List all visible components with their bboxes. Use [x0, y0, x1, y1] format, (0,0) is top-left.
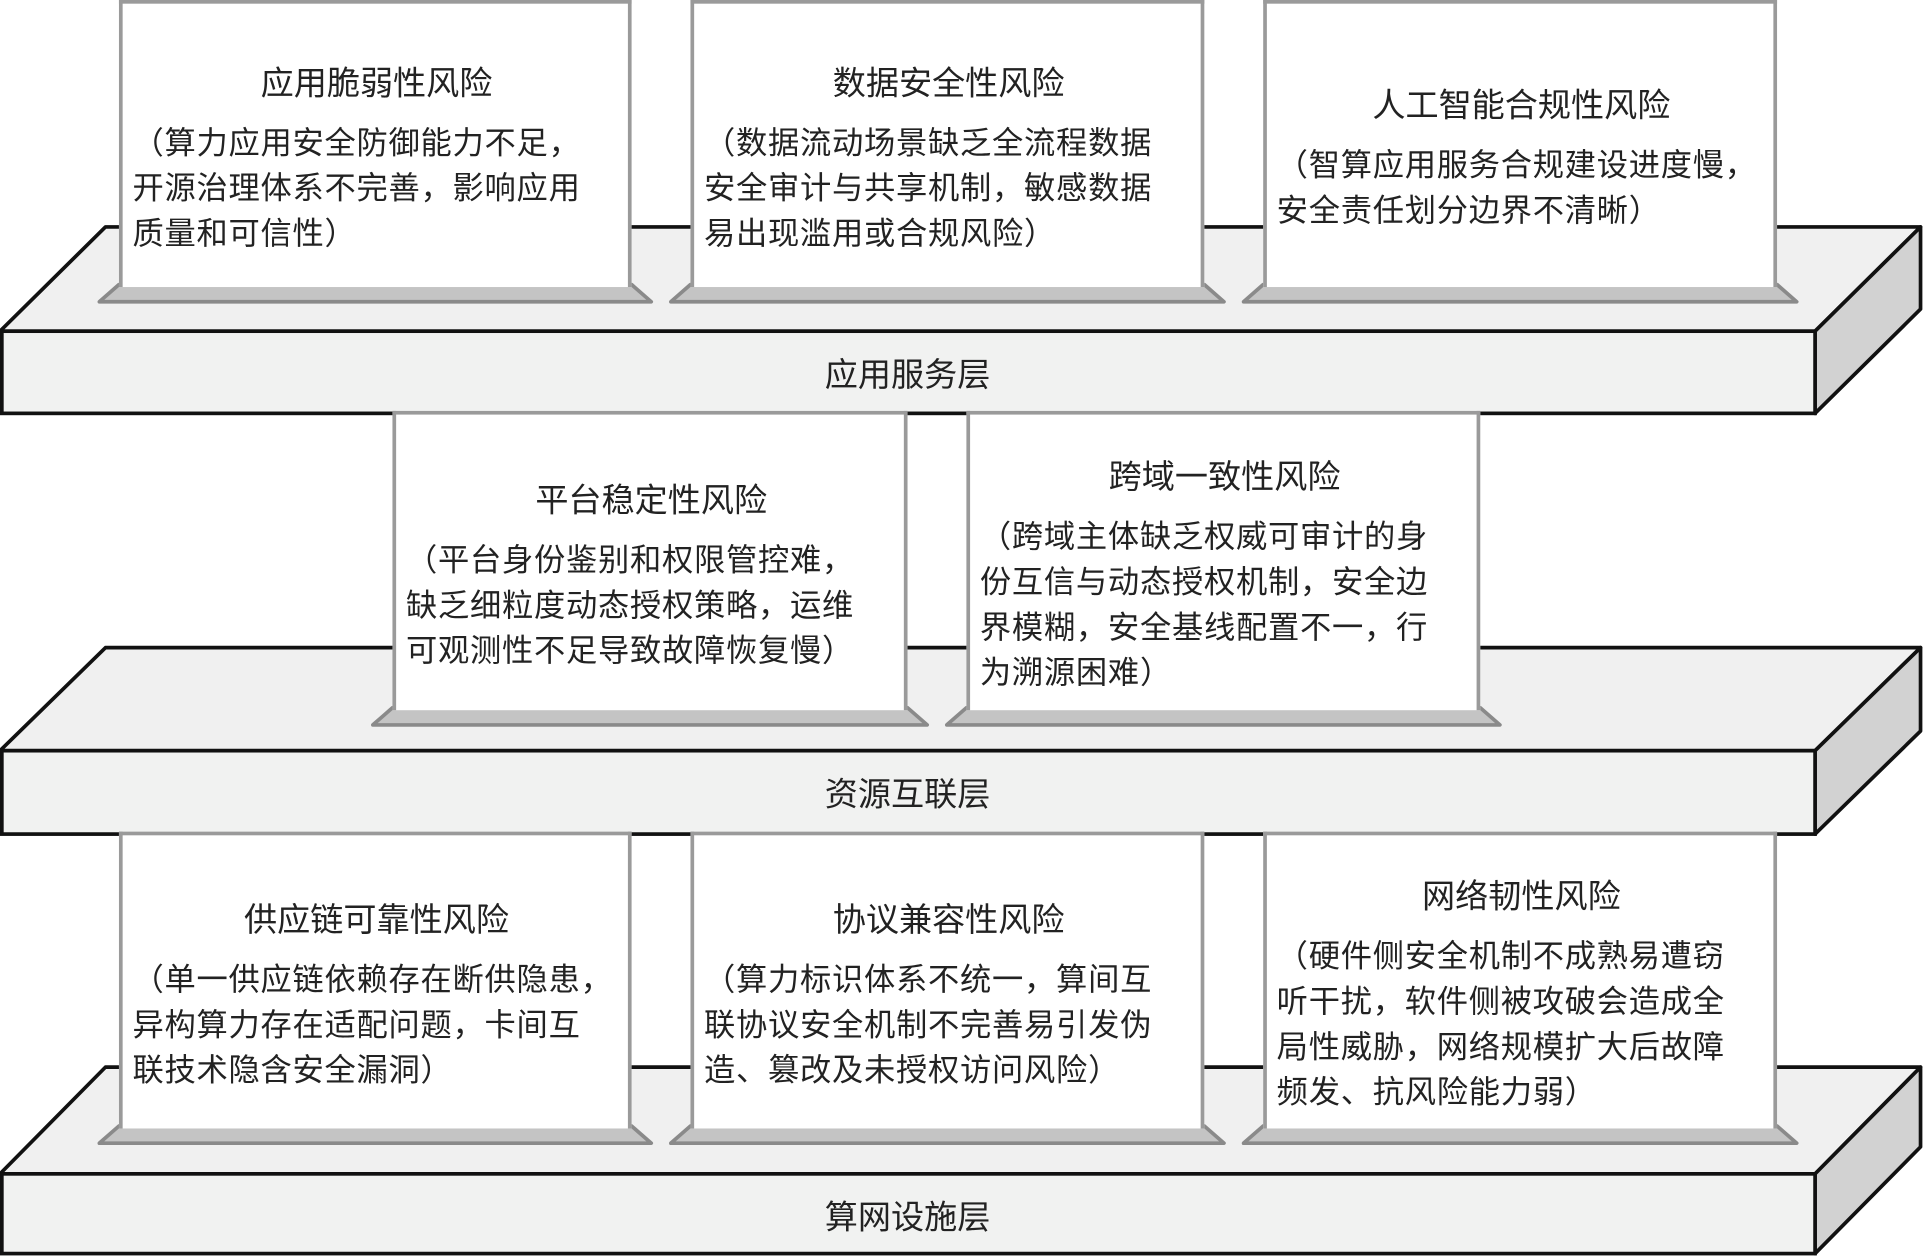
shelf-front-face — [0, 329, 1817, 416]
risk-description-line: 联技术隐含安全漏洞） — [132, 1051, 453, 1089]
risk-description-line: 听干扰，软件侧被攻破会造成全 — [1276, 983, 1725, 1021]
risk-title: 网络韧性风险 — [1422, 878, 1621, 917]
risk-description-line: 界模糊，安全基线配置不一，行 — [979, 609, 1429, 647]
risk-description-line: 异构算力存在适配问题，卡间互 — [132, 1006, 581, 1044]
risk-description-line: 安全责任划分边界不清晰） — [1276, 192, 1661, 230]
risk-card: 跨域一致性风险 （跨域主体缺乏权威可审计的身份互信与动态授权机制，安全边界模糊，安… — [966, 410, 1481, 711]
risk-card: 应用脆弱性风险 （算力应用安全防御能力不足， 开源治理体系不完善，影响应用质量和可信… — [118, 0, 632, 288]
risk-description-line: （单一供应链依赖存在断供隐患， — [132, 961, 613, 998]
risk-description-line: 造、篡改及未授权访问风险） — [703, 1051, 1121, 1089]
risk-description-line: 开源治理体系不完善，影响应用 — [132, 169, 581, 207]
risk-title: 跨域一致性风险 — [1108, 458, 1341, 497]
risk-title: 人工智能合规性风险 — [1372, 87, 1671, 126]
risk-card: 人工智能合规性风险 （智算应用服务合规建设进度慢， 安全责任划分边界不清晰） — [1263, 0, 1778, 288]
risk-description-line: 缺乏细粒度动态授权策略，运维 — [405, 586, 855, 624]
risk-description-line: 联协议安全机制不完善易引发伪 — [703, 1006, 1153, 1044]
risk-description-line: 为溯源困难） — [979, 655, 1172, 692]
risk-description-line: （数据流动场景缺乏全流程数据 — [703, 124, 1153, 162]
risk-card: 供应链可靠性风险 （单一供应链依赖存在断供隐患， 异构算力存在适配问题，卡间互联技术… — [118, 831, 632, 1129]
risk-description-line: 易出现滥用或合规风险） — [703, 215, 1057, 253]
risk-card: 平台稳定性风险 （平台身份鉴别和权限管控难， 缺乏细粒度动态授权策略，运维可观测性不… — [392, 410, 908, 711]
risk-description-line: 频发、抗风险能力弱） — [1276, 1074, 1597, 1112]
risk-title: 数据安全性风险 — [832, 64, 1065, 103]
risk-description-line: 份互信与动态授权机制，安全边 — [979, 564, 1429, 602]
risk-description-line: （硬件侧安全机制不成熟易遭窃 — [1276, 938, 1725, 976]
risk-description-line: （算力应用安全防御能力不足， — [132, 124, 581, 162]
risk-description-line: 质量和可信性） — [132, 215, 357, 253]
shelf-front-face — [0, 748, 1817, 836]
risk-description-line: 可观测性不足导致故障恢复慢） — [405, 632, 855, 670]
risk-description-line: 局性威胁，网络规模扩大后故障 — [1276, 1029, 1725, 1066]
risk-card: 网络韧性风险 （硬件侧安全机制不成熟易遭窃听干扰，软件侧被攻破会造成全局性威胁，网… — [1263, 831, 1778, 1129]
risk-description-line: （平台身份鉴别和权限管控难， — [405, 541, 855, 579]
layer-label: 算网设施层 — [824, 1199, 991, 1238]
risk-description-line: （智算应用服务合规建设进度慢， — [1276, 147, 1757, 184]
risk-description-line: （算力标识体系不统一，算间互 — [703, 961, 1153, 998]
risk-title: 应用脆弱性风险 — [260, 64, 493, 103]
risk-title: 平台稳定性风险 — [535, 481, 768, 520]
layer-label: 应用服务层 — [824, 356, 991, 395]
shelf-front-face — [0, 1172, 1817, 1256]
risk-description-line: 安全审计与共享机制，敏感数据 — [703, 169, 1153, 207]
risk-card: 数据安全性风险 （数据流动场景缺乏全流程数据安全审计与共享机制，敏感数据易出现滥用… — [690, 0, 1205, 288]
risk-card: 协议兼容性风险 （算力标识体系不统一，算间互联协议安全机制不完善易引发伪造、篡改及… — [690, 831, 1205, 1129]
risk-description-line: （跨域主体缺乏权威可审计的身 — [979, 518, 1429, 556]
risk-title: 供应链可靠性风险 — [244, 900, 509, 939]
risk-title: 协议兼容性风险 — [832, 900, 1065, 939]
layer-label: 资源互联层 — [824, 775, 991, 814]
